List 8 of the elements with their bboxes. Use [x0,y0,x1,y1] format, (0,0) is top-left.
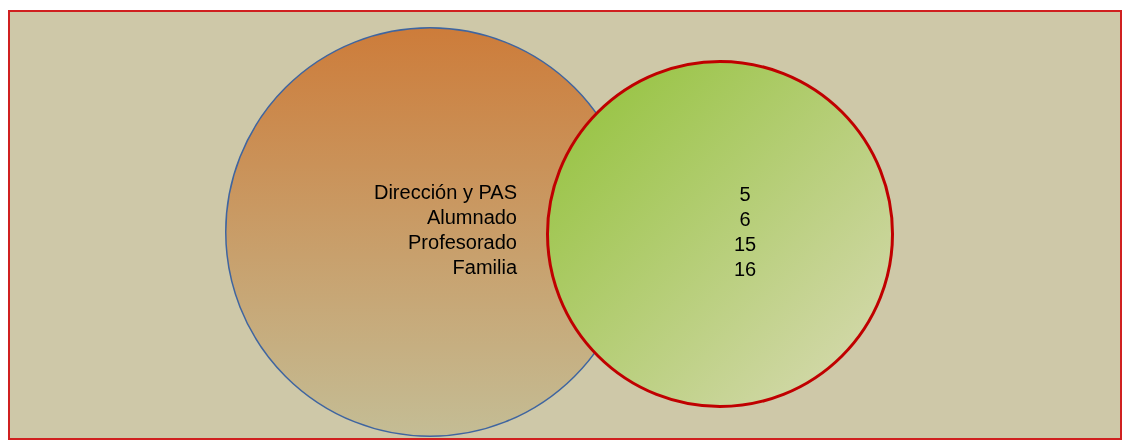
number-label: 6 [739,208,751,230]
group-label: Alumnado [426,206,517,228]
group-label: Profesorado [408,231,517,253]
group-label: Dirección y PAS [374,181,517,203]
number-label: 5 [739,183,751,205]
group-label: Familia [452,256,517,278]
number-label: 16 [733,258,757,280]
number-label: 15 [733,233,757,255]
